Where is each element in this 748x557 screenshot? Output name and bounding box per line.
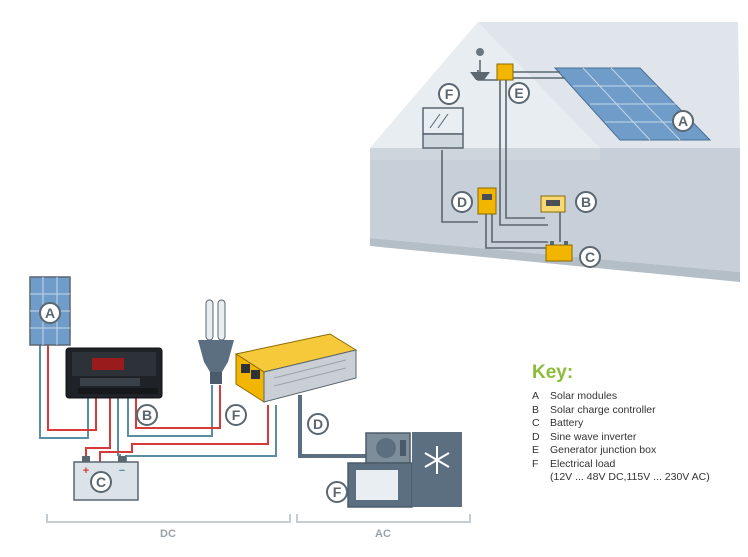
svg-text:D: D bbox=[457, 194, 467, 210]
badge-b: B bbox=[136, 404, 158, 426]
house-badge-f: F bbox=[438, 83, 460, 105]
house-junction-box-icon bbox=[496, 63, 514, 81]
svg-text:D: D bbox=[313, 416, 323, 432]
key-item: C Battery bbox=[532, 417, 742, 431]
key-item-text: Sine wave inverter bbox=[550, 430, 637, 443]
house-badge-d: D bbox=[451, 191, 473, 213]
svg-text:F: F bbox=[445, 86, 454, 102]
ac-section-label: AC bbox=[375, 528, 391, 540]
key-item: E Generator junction box bbox=[532, 444, 742, 458]
television-icon bbox=[347, 432, 413, 508]
svg-text:A: A bbox=[678, 113, 688, 129]
key-voltage-range: (12V ... 48V DC,115V ... 230V AC) bbox=[550, 471, 710, 483]
key-item-letter: B bbox=[532, 403, 540, 416]
dc-ac-brackets bbox=[46, 514, 471, 523]
key-item-letter: F bbox=[532, 457, 539, 470]
key-item-text: Solar modules bbox=[550, 390, 618, 402]
badge-d: D bbox=[307, 413, 329, 435]
house-badge-c: C bbox=[579, 246, 601, 268]
badge-f-ac: F bbox=[326, 481, 348, 503]
key-item-text: Electrical load bbox=[550, 457, 616, 470]
svg-text:F: F bbox=[232, 407, 241, 423]
key-item-text: Battery bbox=[550, 417, 584, 429]
svg-text:C: C bbox=[585, 249, 595, 265]
house-badge-e: E bbox=[508, 82, 530, 104]
svg-text:+: + bbox=[83, 465, 89, 477]
dc-lamp-icon bbox=[198, 299, 234, 384]
house-badge-a: A bbox=[672, 110, 694, 132]
svg-text:A: A bbox=[45, 305, 55, 321]
dc-section-label: DC bbox=[160, 528, 176, 540]
key-item-letter: C bbox=[532, 417, 540, 429]
key-item-letter: A bbox=[532, 390, 540, 402]
charge-controller-icon bbox=[65, 347, 163, 399]
key-item: F Electrical load bbox=[532, 458, 742, 472]
house-charge-controller-icon bbox=[540, 195, 566, 213]
freezer-icon bbox=[412, 432, 462, 507]
svg-text:B: B bbox=[581, 194, 591, 210]
house-monitor-icon bbox=[422, 107, 464, 149]
house-wiring bbox=[441, 70, 565, 249]
badge-a: A bbox=[39, 302, 61, 324]
svg-text:E: E bbox=[514, 85, 523, 101]
key-item-letter: E bbox=[532, 444, 540, 456]
key-item-text: Generator junction box bbox=[550, 444, 657, 456]
key-item: A Solar modules bbox=[532, 390, 742, 404]
svg-text:−: − bbox=[119, 465, 125, 477]
key-title: Key: bbox=[532, 362, 574, 383]
key-item: D Sine wave inverter bbox=[532, 431, 742, 445]
solar-panel-icon bbox=[29, 276, 71, 346]
house-battery-icon bbox=[545, 241, 573, 262]
ac-wiring bbox=[298, 395, 368, 458]
house-badge-b: B bbox=[575, 191, 597, 213]
badge-c: C bbox=[90, 471, 112, 493]
key-item-letter: D bbox=[532, 430, 540, 443]
house-illustration bbox=[370, 22, 740, 282]
badge-f-dc: F bbox=[225, 404, 247, 426]
ceiling-lamp-icon bbox=[470, 48, 490, 80]
svg-text:C: C bbox=[96, 474, 106, 490]
key-legend: Key: A Solar modules B Solar charge cont… bbox=[532, 362, 742, 485]
house-inverter-icon bbox=[477, 187, 497, 215]
key-item-text: Solar charge controller bbox=[550, 403, 656, 416]
sine-wave-inverter-icon bbox=[234, 333, 358, 403]
key-item: B Solar charge controller bbox=[532, 404, 742, 418]
svg-text:B: B bbox=[142, 407, 152, 423]
svg-text:F: F bbox=[333, 484, 342, 500]
